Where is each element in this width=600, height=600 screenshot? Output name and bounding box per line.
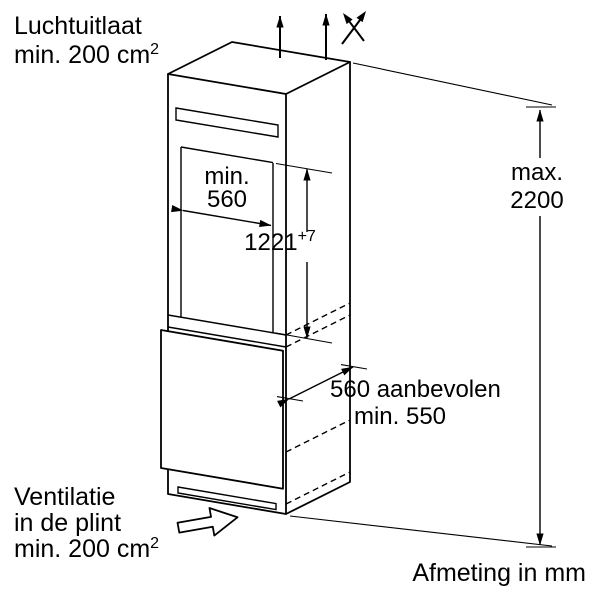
depth-line2: min. 550 xyxy=(354,403,446,430)
depth-back-tick xyxy=(340,364,368,370)
cabinet xyxy=(160,41,351,515)
airflow-icons xyxy=(176,11,366,537)
depth-arrow xyxy=(277,366,354,408)
shelf-front-top-edge xyxy=(167,314,287,336)
plinth-vent-label-line3: min. 200 cm2 xyxy=(14,535,159,563)
niche-height-dimension: 1221+7 xyxy=(244,162,333,344)
plinth-vent-slot xyxy=(177,486,277,511)
niche-width-prefix: min. xyxy=(204,163,249,190)
cabinet-front-top-edge xyxy=(167,73,287,95)
text-labels: Luchtuitlaat min. 200 cm2 Ventilatie in … xyxy=(14,12,586,587)
units-note: Afmeting in mm xyxy=(412,559,586,587)
overall-height-ext-bottom xyxy=(289,515,553,547)
niche-width-arrow xyxy=(171,205,272,228)
bottom-hidden-edge-dashed-1 xyxy=(285,419,351,453)
crossed-airflow-arrows-icon xyxy=(341,11,366,45)
overall-height-dimension: max. 2200 xyxy=(289,62,564,548)
niche-ceiling-edge xyxy=(180,146,274,164)
block-arrow-right-icon xyxy=(176,507,239,537)
niche-height-top-tick xyxy=(275,162,333,174)
depth-line1: 560 aanbevolen xyxy=(330,376,501,403)
depth-dimension: 560 aanbevolen min. 550 xyxy=(276,364,501,430)
bottom-hidden-edge-dashed-2 xyxy=(285,471,351,505)
shelf-back-top-edge-dashed xyxy=(285,302,351,336)
cabinet-top-right-edge xyxy=(285,61,351,95)
air-outlet-label-line2: min. 200 cm2 xyxy=(14,41,159,69)
air-outlet-label-line1: Luchtuitlaat xyxy=(14,12,142,40)
lower-door-panel xyxy=(160,329,284,490)
shelf-front-bottom-edge xyxy=(167,326,287,348)
overall-height-prefix: max. xyxy=(511,159,563,186)
overall-height-ext-top xyxy=(352,62,553,106)
air-outlet-slot xyxy=(175,107,279,138)
niche-width-dimension: min. 560 xyxy=(171,163,272,228)
overall-height-value: 2200 xyxy=(510,187,563,214)
niche-width-value: 560 xyxy=(207,186,247,213)
shelf-back-bottom-edge-dashed xyxy=(285,314,351,348)
niche-height-value: 1221+7 xyxy=(244,228,316,256)
plinth-vent-label-line1: Ventilatie xyxy=(14,483,115,511)
plinth-vent-label-line2: in de plint xyxy=(14,509,121,537)
